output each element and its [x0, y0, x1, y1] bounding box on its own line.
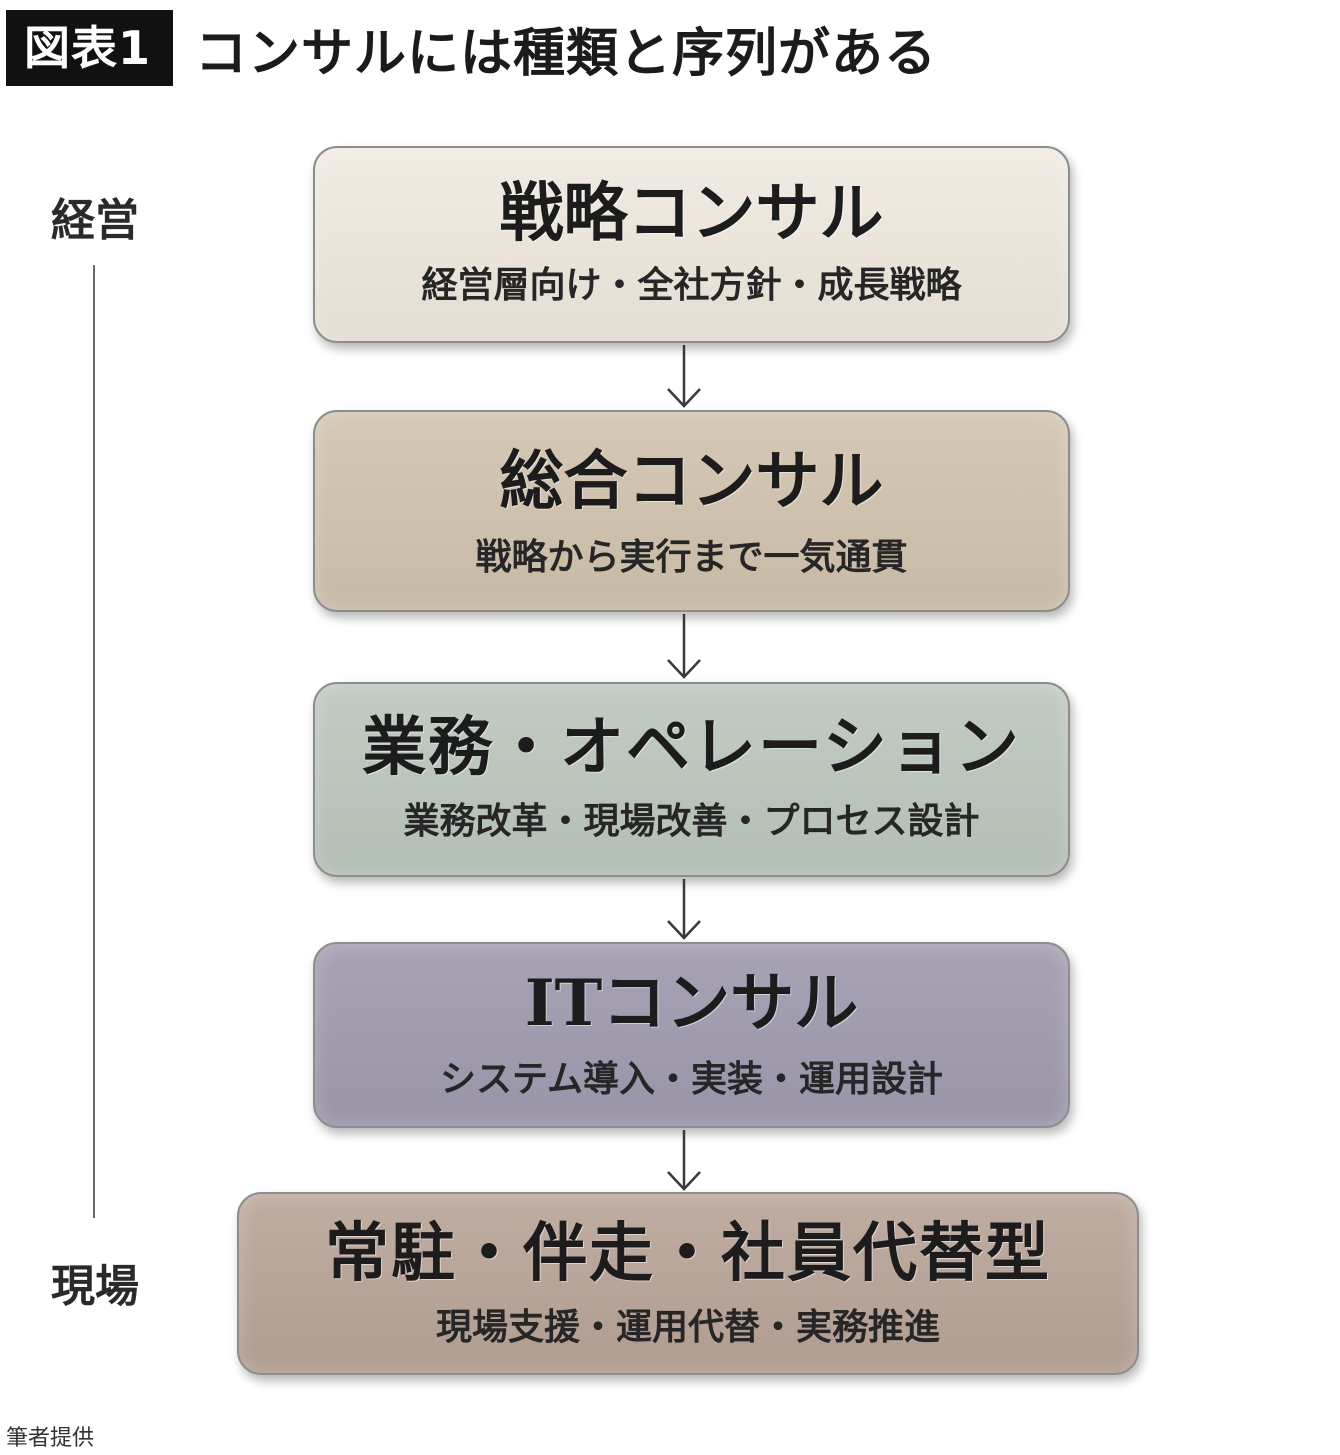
arrow-down-icon [667, 345, 701, 408]
box-it-consulting: ITコンサル システム導入・実装・運用設計 [313, 942, 1070, 1128]
box-subtitle: 現場支援・運用代替・実務推進 [435, 1307, 940, 1348]
box-subtitle: 業務改革・現場改善・プロセス設計 [403, 801, 980, 842]
source-credit: 筆者提供 [6, 1426, 95, 1451]
box-title: 戦略コンサル [499, 176, 884, 251]
box-subtitle: システム導入・実装・運用設計 [440, 1059, 943, 1100]
box-title: ITコンサル [524, 966, 859, 1041]
box-strategy-consulting: 戦略コンサル 経営層向け・全社方針・成長戦略 [313, 146, 1070, 343]
axis-top-label: 経営 [51, 195, 139, 246]
figure-header: 図表1 コンサルには種類と序列がある [6, 10, 937, 86]
box-operations: 業務・オペレーション 業務改革・現場改善・プロセス設計 [313, 682, 1070, 877]
figure-label: 図表1 [6, 10, 174, 86]
axis-bottom-label: 現場 [51, 1261, 139, 1312]
axis-line [93, 265, 95, 1218]
arrow-down-icon [667, 879, 701, 940]
box-general-consulting: 総合コンサル 戦略から実行まで一気通貫 [313, 410, 1070, 612]
box-title: 総合コンサル [499, 444, 884, 519]
box-subtitle: 経営層向け・全社方針・成長戦略 [421, 265, 962, 306]
box-title: 常駐・伴走・社員代替型 [325, 1216, 1051, 1291]
arrow-down-icon [667, 614, 701, 679]
box-title: 業務・オペレーション [362, 710, 1021, 785]
figure-title: コンサルには種類と序列がある [195, 23, 938, 84]
box-resident-support: 常駐・伴走・社員代替型 現場支援・運用代替・実務推進 [237, 1192, 1139, 1375]
box-subtitle: 戦略から実行まで一気通貫 [475, 537, 908, 578]
arrow-down-icon [667, 1130, 701, 1191]
